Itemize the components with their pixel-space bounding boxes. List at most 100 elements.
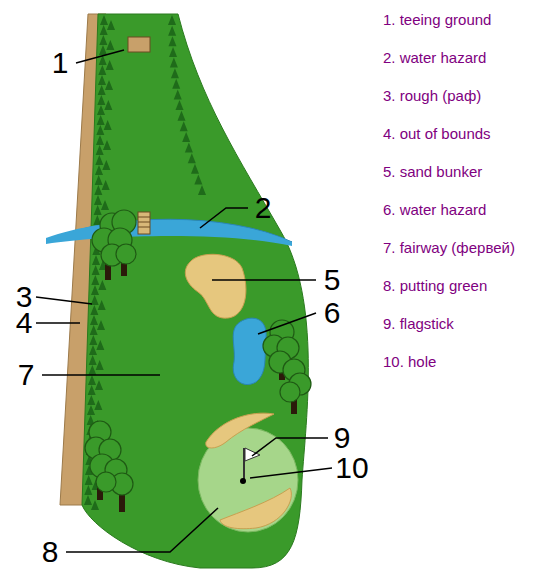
tree-symbol (98, 75, 106, 85)
fairway-area (82, 14, 308, 568)
tree-symbol (94, 195, 102, 205)
tree-symbol (97, 115, 105, 125)
tree-symbol (104, 120, 112, 130)
callout-number: 2 (255, 193, 272, 223)
tree-symbol (198, 185, 206, 195)
legend-entry: 1. teeing ground (383, 12, 491, 27)
tree-symbol (89, 345, 97, 355)
tree-symbol (87, 395, 95, 405)
tree-symbol (105, 80, 113, 90)
tree-symbol (103, 140, 111, 150)
tree-symbol (96, 360, 104, 370)
tree-symbol (92, 265, 100, 275)
tree-symbol (96, 145, 104, 155)
tree-symbol (91, 285, 99, 295)
tree-symbol (171, 68, 179, 78)
legend-entry: 7. fairway (фервей) (383, 240, 515, 255)
sand-bunker (185, 254, 246, 318)
tree-symbol (100, 15, 108, 25)
callout-number: 6 (324, 298, 341, 328)
tree-symbol (95, 175, 103, 185)
tree-symbol (100, 25, 108, 35)
tree-symbol (98, 280, 106, 290)
legend-entry: 9. flagstick (383, 316, 454, 331)
tree-symbol (194, 174, 202, 184)
callout-number: 5 (324, 265, 341, 295)
tree-symbol (98, 65, 106, 75)
trees (85, 210, 311, 512)
bridge-planks (138, 217, 150, 227)
tree-symbol (97, 105, 105, 115)
sand-bunker (206, 413, 274, 448)
callout-number: 1 (52, 48, 69, 78)
legend-entry: 2. water hazard (383, 50, 486, 65)
tree-crown (96, 472, 116, 492)
callout-number: 10 (335, 453, 368, 483)
tree-symbol (97, 95, 105, 105)
tree-symbol (169, 47, 177, 57)
tree-symbol (106, 60, 114, 70)
tree-symbol (174, 89, 182, 99)
tree-symbol (90, 315, 98, 325)
tree-symbol (95, 165, 103, 175)
tree-symbol (94, 400, 102, 410)
legend-entry: 6. water hazard (383, 202, 486, 217)
tree-symbol (92, 255, 100, 265)
tree-symbol (87, 405, 95, 415)
tree-symbol (104, 100, 112, 110)
teeing-ground (128, 37, 150, 52)
tree-symbol (95, 155, 103, 165)
tree-symbol (88, 365, 96, 375)
tree-symbol (102, 160, 110, 170)
tree-symbol (96, 125, 104, 135)
tree-symbol (99, 45, 107, 55)
tree-symbol (90, 305, 98, 315)
legend-entry: 10. hole (383, 354, 436, 369)
legend-entry: 3. rough (раф) (383, 88, 481, 103)
tree-symbol (91, 500, 99, 510)
tree-symbol (182, 132, 190, 142)
tree-symbol (88, 385, 96, 395)
tree-symbol (168, 36, 176, 46)
tree-symbol (89, 335, 97, 345)
tree-symbol (88, 375, 96, 385)
tree-symbol (97, 320, 105, 330)
water-hazard-band (46, 220, 292, 246)
tree-symbol (188, 153, 196, 163)
legend-entry: 5. sand bunker (383, 164, 482, 179)
tree-symbol (91, 275, 99, 285)
tree-symbol (95, 380, 103, 390)
leader-lines (36, 50, 332, 552)
water-hazard (233, 318, 266, 384)
tree-symbol (172, 79, 180, 89)
tree-symbol (96, 340, 104, 350)
legend-entry: 8. putting green (383, 278, 487, 293)
tree-symbol (99, 35, 107, 45)
tree-crown (116, 244, 136, 264)
callout-number: 8 (42, 537, 59, 567)
tree-symbol (96, 135, 104, 145)
sand-bunker (220, 488, 291, 529)
tree-symbol (94, 185, 102, 195)
tree-symbol (168, 15, 176, 25)
tree-symbol (94, 205, 102, 215)
tree-symbol (84, 495, 92, 505)
tree-symbol (191, 164, 199, 174)
tree-symbol (90, 325, 98, 335)
callout-number: 7 (18, 360, 35, 390)
tree-symbol (89, 355, 97, 365)
tree-symbol (176, 100, 184, 110)
flag (245, 448, 260, 461)
tree-symbol (98, 85, 106, 95)
legend-entry: 4. out of bounds (383, 126, 491, 141)
tree-symbol (102, 180, 110, 190)
tree-symbol (85, 475, 93, 485)
rough-trees (84, 15, 206, 510)
tree-symbol (168, 26, 176, 36)
tree-symbol (170, 58, 178, 68)
tree-crown (280, 382, 300, 402)
tree-symbol (185, 143, 193, 153)
tree-symbol (98, 300, 106, 310)
callout-number: 4 (16, 308, 33, 338)
hole (240, 478, 246, 484)
